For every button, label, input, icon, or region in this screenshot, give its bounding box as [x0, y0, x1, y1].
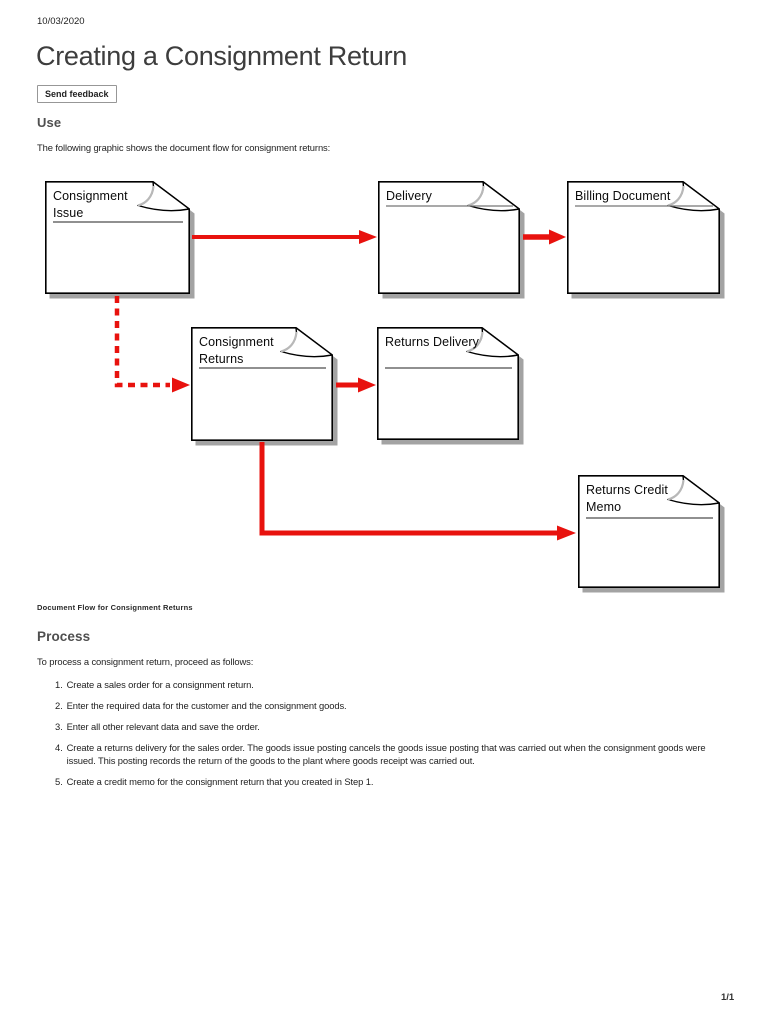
step-number: 1. — [55, 679, 63, 690]
process-steps-list: 1. Create a sales order for a consignmen… — [55, 678, 716, 796]
flow-arrow-issue-to-returns-dashed — [114, 296, 190, 393]
flow-arrow-issue-to-delivery — [192, 230, 377, 244]
flow-arrow-delivery-to-billing — [523, 229, 566, 245]
doc-box-title-delivery: Delivery — [386, 189, 432, 203]
process-step: 1. Create a sales order for a consignmen… — [55, 678, 716, 691]
step-text: Enter all other relevant data and save t… — [66, 721, 260, 732]
process-step: 5. Create a credit memo for the consignm… — [55, 775, 716, 788]
doc-box-title-consignment-returns: Consignment Returns — [199, 335, 274, 366]
flow-arrow-returns-to-returns-delivery — [336, 377, 376, 393]
page-number: 1/1 — [721, 992, 735, 1003]
send-feedback-button[interactable]: Send feedback — [37, 85, 117, 103]
step-number: 2. — [55, 700, 63, 711]
process-step: 4. Create a returns delivery for the sal… — [55, 741, 716, 767]
doc-box-title-returns-delivery: Returns Delivery — [385, 335, 479, 349]
step-text: Create a credit memo for the consignment… — [66, 776, 374, 787]
use-intro-text: The following graphic shows the document… — [37, 142, 331, 153]
page-title: Creating a Consignment Return — [36, 41, 408, 71]
doc-box-title-returns-credit-memo: Returns Credit Memo — [586, 483, 668, 514]
step-number: 4. — [55, 742, 63, 753]
process-heading: Process — [37, 629, 91, 644]
step-text: Create a sales order for a consignment r… — [66, 679, 254, 690]
step-text: Enter the required data for the customer… — [66, 700, 347, 711]
diagram-caption: Document Flow for Consignment Returns — [37, 603, 193, 612]
page-date: 10/03/2020 — [37, 16, 85, 27]
step-number: 3. — [55, 721, 63, 732]
step-number: 5. — [55, 776, 63, 787]
flow-arrow-returns-to-credit-memo — [259, 442, 576, 541]
use-heading: Use — [37, 115, 62, 130]
step-text: Create a returns delivery for the sales … — [66, 742, 706, 766]
doc-box-title-consignment-issue: Consignment Issue — [53, 189, 128, 220]
process-step: 3. Enter all other relevant data and sav… — [55, 720, 716, 733]
doc-box-title-billing-document: Billing Document — [575, 189, 671, 203]
process-intro-text: To process a consignment return, proceed… — [37, 656, 254, 667]
process-step: 2. Enter the required data for the custo… — [55, 699, 716, 712]
